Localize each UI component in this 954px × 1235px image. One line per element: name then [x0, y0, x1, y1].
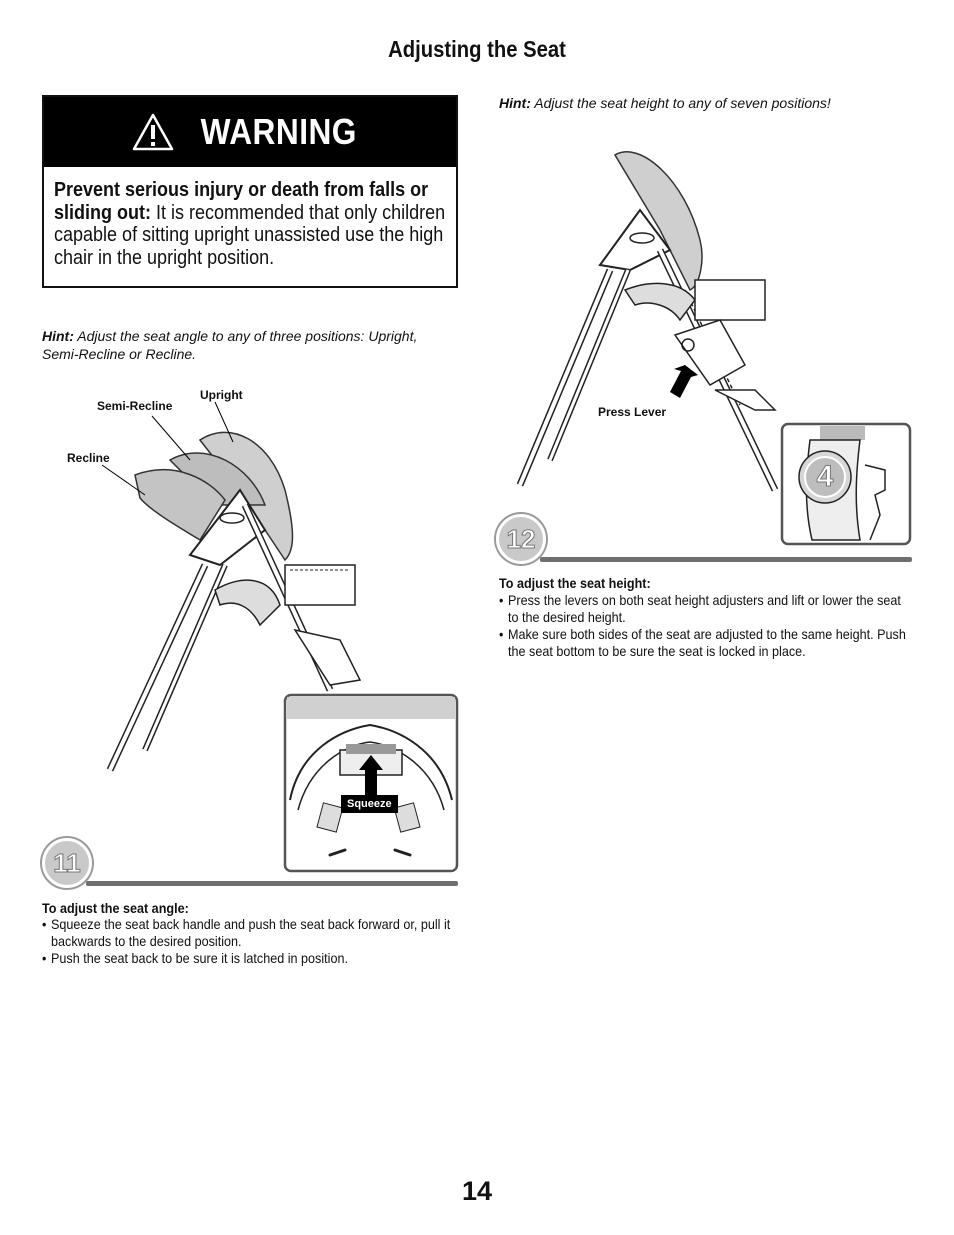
warning-header: WARNING: [44, 97, 456, 167]
step12-bullet: Make sure both sides of the seat are adj…: [499, 626, 913, 660]
warning-body-text: It is recommended that only children cap…: [54, 201, 446, 269]
seat-back-recline: [134, 469, 226, 542]
seat-height-illustration: [516, 151, 912, 546]
hint-text: Adjust the seat height to any of seven p…: [530, 95, 831, 111]
step-11-rule: [86, 881, 458, 886]
step11-bullet: Push the seat back to be sure it is latc…: [42, 950, 456, 967]
hint-label: Hint:: [499, 95, 531, 111]
step-11-badge: 11: [42, 838, 92, 888]
warning-triangle-icon: [133, 113, 174, 151]
step12-heading: To adjust the seat height:: [499, 575, 651, 591]
warning-bold-text: Prevent serious injury or death from fal…: [54, 179, 429, 224]
step12-bullet: Press the levers on both seat height adj…: [499, 592, 913, 626]
page-title: Adjusting the Seat: [388, 36, 566, 62]
step12-hint: Hint: Adjust the seat height to any of s…: [499, 94, 899, 112]
seat-angle-illustration: [101, 401, 459, 873]
step-12-rule: [540, 557, 912, 562]
label-press-lever: Press Lever: [598, 405, 667, 419]
hint-label: Hint:: [42, 328, 74, 344]
label-upright: Upright: [200, 388, 243, 402]
step11-hint: Hint: Adjust the seat angle to any of th…: [42, 327, 442, 363]
step-12-badge: 12: [496, 514, 546, 564]
warning-text: Prevent serious injury or death from fal…: [54, 179, 450, 269]
step11-bullet: Squeeze the seat back handle and push th…: [42, 916, 456, 950]
warning-heading: WARNING: [200, 111, 358, 152]
step11-bullets: Squeeze the seat back handle and push th…: [42, 916, 456, 967]
label-semi-recline: Semi-Recline: [97, 399, 173, 413]
step11-heading: To adjust the seat angle:: [42, 900, 189, 916]
hint-text: Adjust the seat angle to any of three po…: [42, 328, 418, 362]
warning-box: WARNING Prevent serious injury or death …: [42, 95, 458, 288]
step12-bullets: Press the levers on both seat height adj…: [499, 592, 913, 660]
inset-height-number: 4: [816, 460, 834, 494]
page-number: 14: [461, 1176, 493, 1206]
label-squeeze: Squeeze: [341, 795, 398, 813]
label-recline: Recline: [67, 451, 110, 465]
